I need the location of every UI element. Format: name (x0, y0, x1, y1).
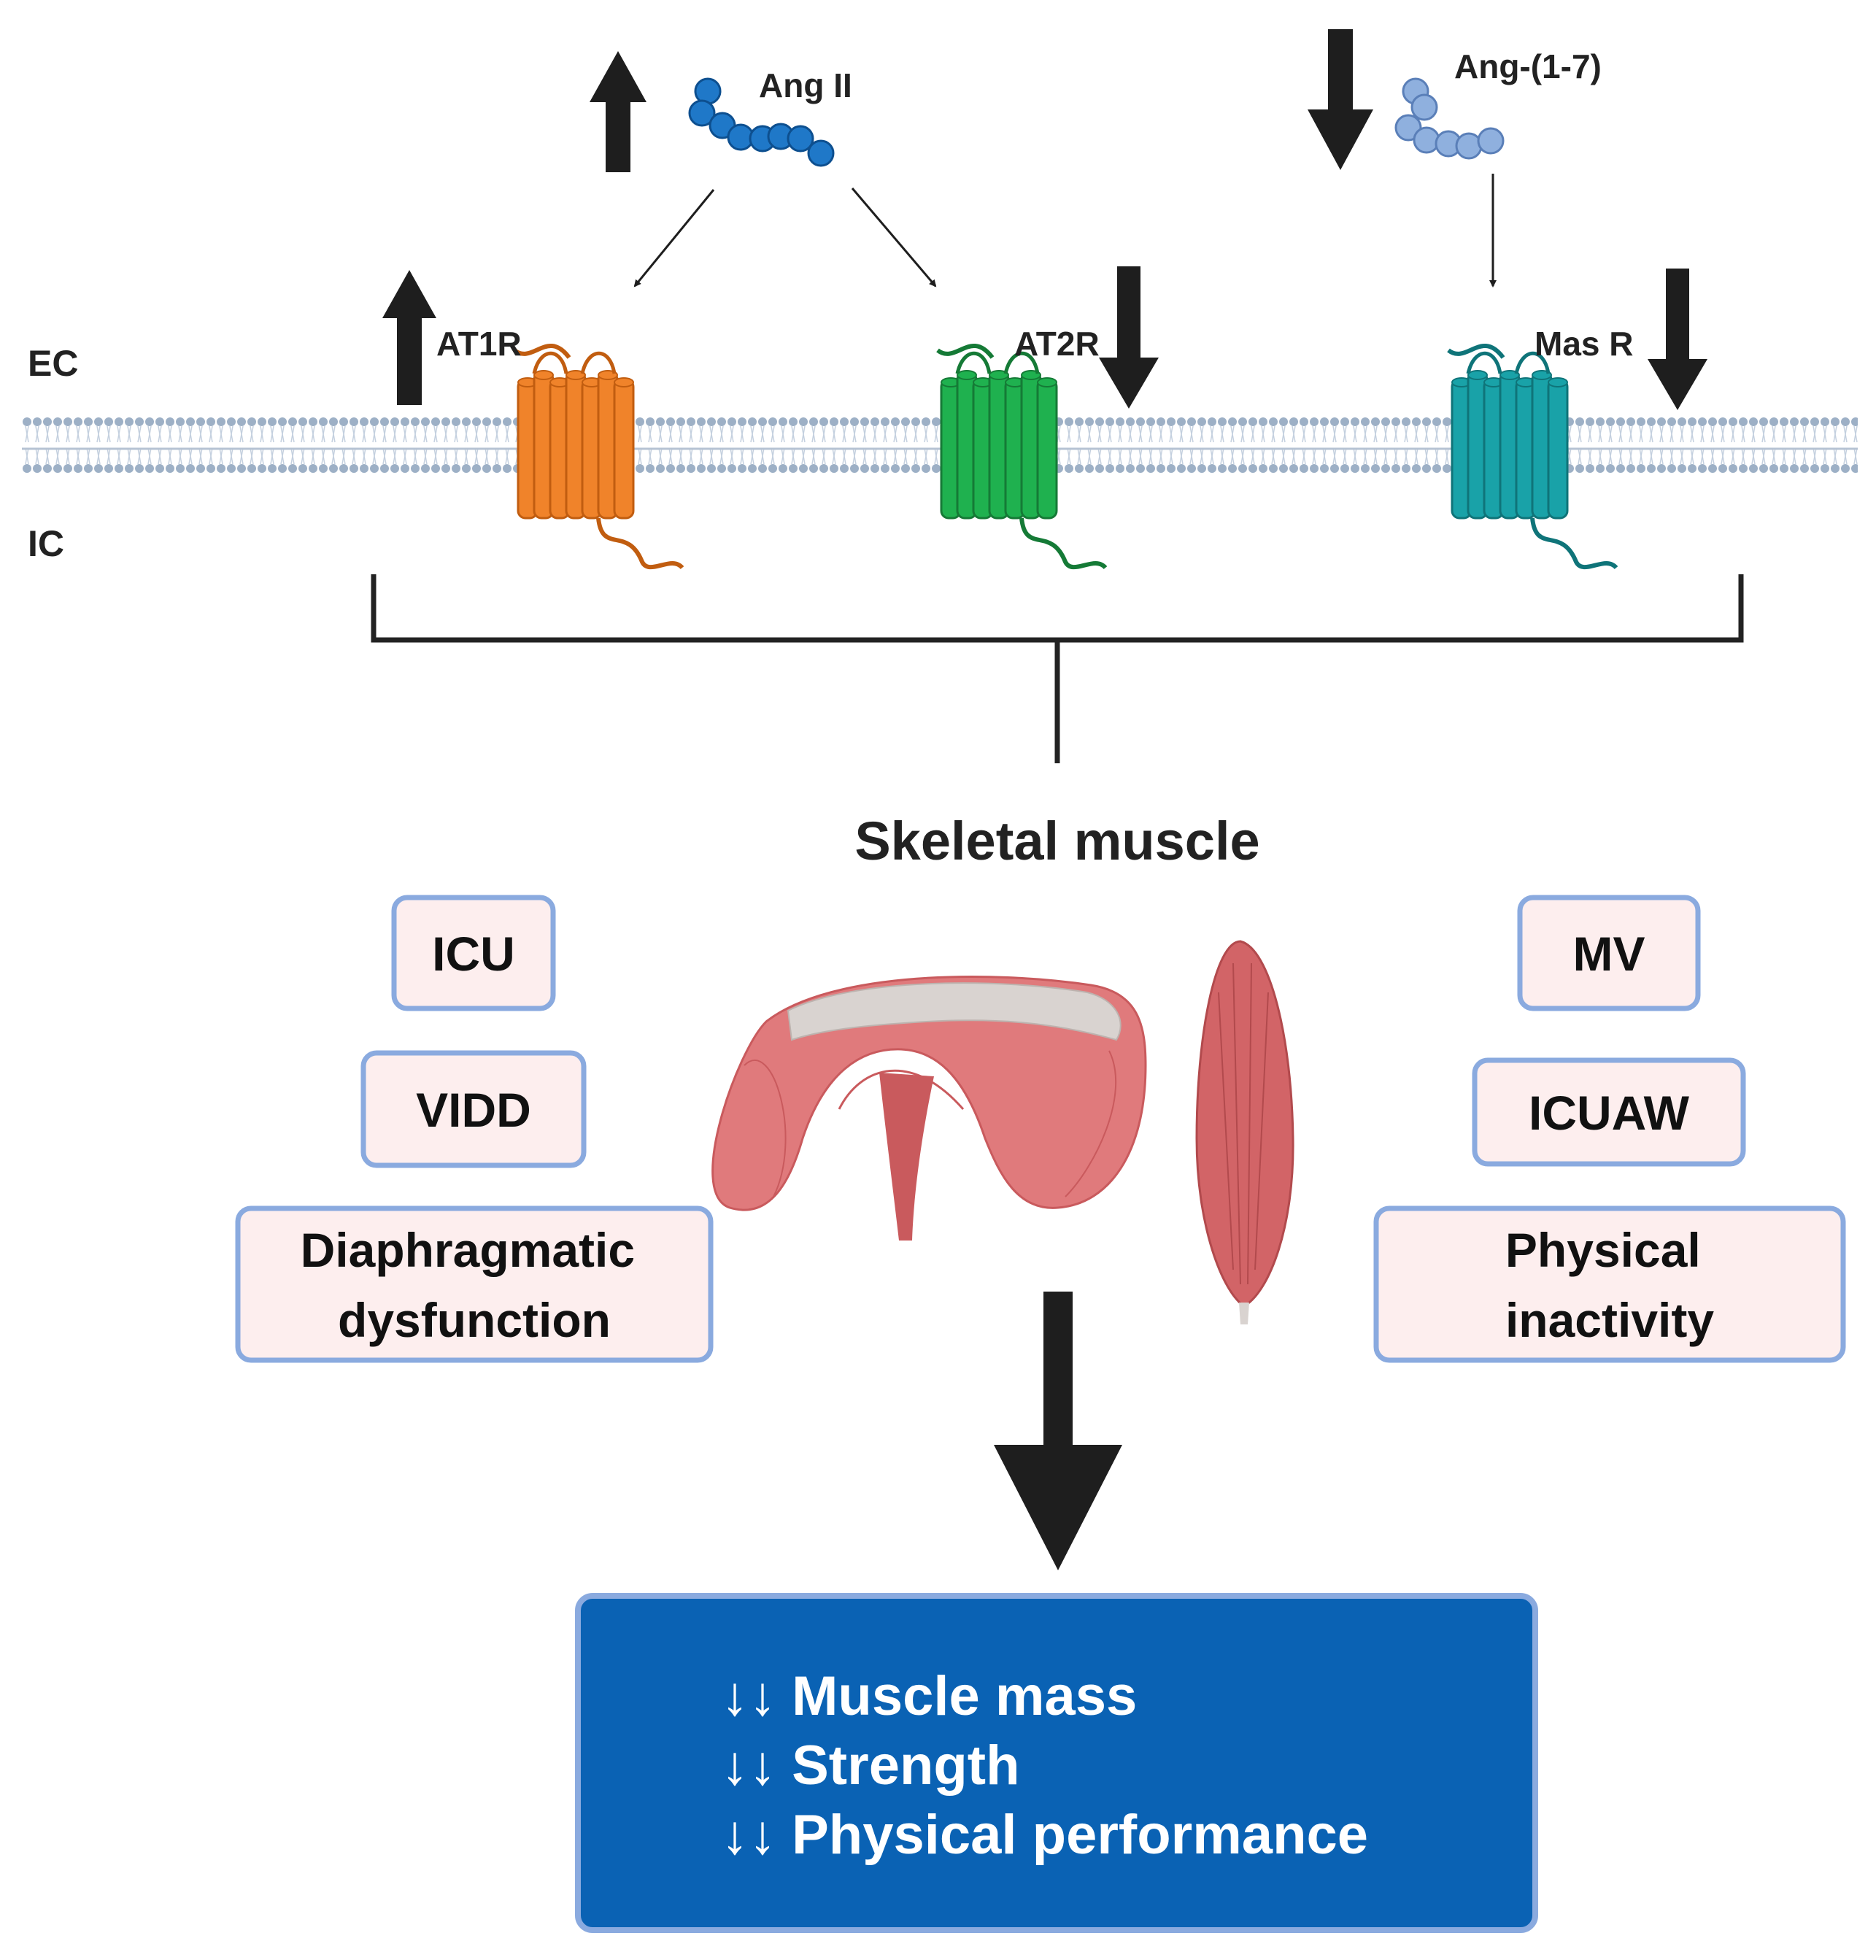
receptor-helix-top (565, 370, 586, 380)
amino-acid-bead (1455, 132, 1483, 160)
receptor-c-terminus (596, 517, 684, 570)
ang2-label: Ang II (759, 66, 852, 104)
masr-receptor (1447, 344, 1618, 570)
outcome-line-muscle-mass: ↓↓ Muscle mass (721, 1665, 1137, 1727)
icu-text: ICU (432, 927, 515, 981)
muscle-belly (1195, 940, 1294, 1308)
at2r-decrease-arrow (1099, 266, 1159, 409)
receptor-helix-top (1037, 377, 1057, 387)
receptor-bracket (371, 574, 1744, 643)
receptor-helix (613, 378, 635, 520)
outcome-arrow (994, 1292, 1122, 1570)
amino-acid-bead (1394, 114, 1422, 142)
amino-acid-bead (787, 125, 814, 153)
receptor-helix-top (1548, 377, 1568, 387)
receptor-helix (1547, 378, 1569, 520)
vidd-text: VIDD (416, 1083, 531, 1137)
diaphragm-body (711, 976, 1147, 1211)
ang2-increase-arrow (590, 51, 646, 172)
receptor-helix-top (533, 370, 554, 380)
amino-acid-bead (1410, 93, 1438, 121)
icuaw-text: ICUAW (1529, 1086, 1690, 1140)
mv-text: MV (1573, 927, 1645, 981)
outcome-line-physical-performance: ↓↓ Physical performance (721, 1804, 1368, 1866)
receptor-c-terminus (1530, 517, 1618, 570)
muscle-fiber (1232, 962, 1241, 1285)
muscle-illustration (1195, 940, 1294, 1324)
amino-acid-bead (694, 77, 722, 105)
icu-box (391, 895, 556, 1011)
icuaw-box (1472, 1057, 1746, 1167)
ang17-molecule (1394, 77, 1505, 160)
amino-acid-bead (1477, 127, 1505, 155)
physical-inactivity-text: Physical inactivity (1505, 1223, 1714, 1347)
muscle-tendon (1239, 1303, 1249, 1324)
receptor-n-terminus (1447, 344, 1505, 359)
diaphragm-crura (879, 1073, 934, 1241)
receptor-loop (532, 351, 617, 374)
muscle-fiber (1218, 992, 1234, 1270)
receptor-helix (1036, 378, 1058, 520)
receptor-n-terminus (936, 344, 995, 359)
receptor-helix-top (1467, 370, 1488, 380)
muscle-fiber (1247, 962, 1252, 1285)
amino-acid-bead (807, 139, 835, 167)
ang2-molecule (688, 77, 835, 167)
diaphragm-fiber (838, 1069, 965, 1110)
at2r-label: AT2R (1014, 325, 1100, 363)
vidd-box (360, 1050, 587, 1168)
receptor-helix-top (957, 370, 977, 380)
at1r-receptor (513, 344, 684, 570)
receptor-loop (1466, 351, 1551, 374)
outcome-line-strength: ↓↓ Strength (721, 1735, 1020, 1797)
receptor-c-terminus (1019, 517, 1108, 570)
ec-label: EC (28, 343, 78, 384)
skeletal-muscle-title: Skeletal muscle (854, 811, 1259, 871)
diaphragm-illustration (711, 976, 1147, 1241)
physical-inactivity-box (1373, 1205, 1846, 1363)
ang2-to-at2r-arrow (851, 188, 937, 288)
at1r-increase-arrow (382, 270, 436, 405)
receptor-helix-top (989, 370, 1009, 380)
masr-label: Mas R (1535, 325, 1633, 363)
receptor-helix-top (1499, 370, 1520, 380)
at1r-label: AT1R (436, 325, 522, 363)
ang17-label: Ang-(1-7) (1454, 47, 1602, 85)
diaphragm-fiber (1065, 1050, 1117, 1197)
receptor-n-terminus (513, 344, 571, 359)
amino-acid-bead (688, 99, 716, 127)
diaphragmatic-dysfunction-box (235, 1205, 714, 1363)
ang2-to-at1r-arrow (633, 189, 715, 288)
receptor-helix-top (614, 377, 634, 387)
amino-acid-bead (1413, 126, 1440, 154)
muscle-fiber (1254, 992, 1269, 1270)
masr-decrease-arrow (1648, 269, 1707, 410)
diaphragm-fiber (744, 1060, 787, 1197)
outcome-box (575, 1593, 1538, 1933)
ang17-decrease-arrow (1308, 29, 1373, 170)
mv-box (1517, 895, 1701, 1011)
ic-label: IC (28, 523, 64, 564)
receptor-loop (955, 351, 1040, 374)
diaphragm-tendon (787, 982, 1122, 1041)
diaphragmatic-dysfunction-text: Diaphragmatic dysfunction (301, 1223, 649, 1347)
at2r-receptor (936, 344, 1108, 570)
